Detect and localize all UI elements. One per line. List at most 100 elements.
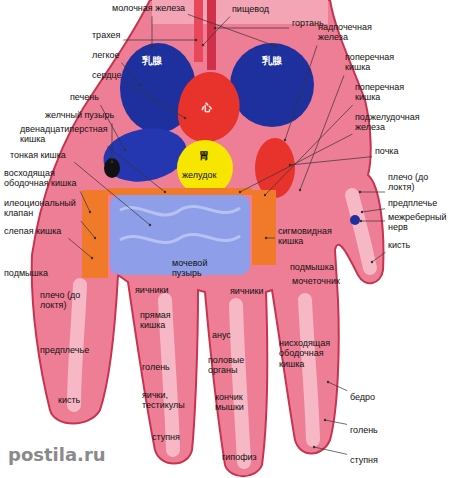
intestine-loop [120,235,240,243]
leader-dot [284,139,286,141]
organ-label: межреберный нерв [388,212,456,233]
leader-dot [324,419,326,421]
leader-dot [360,220,362,222]
organ-label: 乳腺 [142,55,162,67]
organ-label: желудок [182,170,216,180]
organ-label: плечо (до локтя) [40,290,100,311]
organ-label: мочевой пузырь [172,258,232,279]
organ-label: почка [375,146,399,156]
organ-label: 心 [202,102,212,114]
organ-label: предплечье [40,345,89,355]
leader-line [362,209,385,212]
leader-line [81,221,95,238]
organ-label: поджелудочная железа [355,112,440,133]
liver [99,122,191,188]
intestine-pattern [120,207,240,243]
leader-line [325,420,347,424]
leader-dot [202,44,204,46]
leader-line [107,147,165,192]
leader-line [122,63,140,85]
watermark: postila.ru [8,445,106,466]
organ-label: кончик мышки [215,392,263,413]
heart [178,72,240,142]
leader-line [360,192,385,193]
finger-stripes [74,195,370,462]
organ-label: сигмовидная кишка [278,226,336,247]
finger-stripe [352,195,370,268]
stomach [177,140,233,196]
leader-line [152,16,153,47]
leader-dot [265,237,267,239]
organ-label: плечо (до локтя) [388,172,456,193]
leader-line [328,382,347,391]
trachea [194,0,203,62]
organ-label: трахея [92,30,120,40]
organ-label: гипофиз [222,452,257,462]
leader-dot [111,161,113,163]
organ-label: 胃 [199,150,209,162]
organ-label: голень [142,362,170,372]
leader-line [188,14,275,46]
organ-label: половые органы [208,355,263,376]
leader-dot [164,191,166,193]
leader-dot [359,191,361,193]
leader-dot [124,149,126,151]
hand-outline [32,0,384,476]
leader-dot [299,189,301,191]
organ-label: яичники [135,285,169,295]
organ-label: поперечная кишка [355,82,425,103]
finger-stripe [305,300,313,440]
leader-line [80,191,90,212]
leader-dot [94,237,96,239]
organ-label: кисть [388,240,410,250]
organ-label: легкое [92,50,120,60]
leader-dot [184,117,186,119]
leader-line [74,162,150,225]
organ-label: предплечье [388,198,437,208]
organ-label: желчный пузырь [45,110,114,120]
organ-label: яички, тестикулы [142,390,197,411]
nerve-dot [350,215,360,225]
organ-label: голень [350,425,378,435]
leader-dot [289,164,291,166]
organ-label: ступня [152,432,180,442]
leader-line [372,252,386,262]
organ-label: сердце [92,70,122,80]
leader-dot [371,261,373,263]
leader-dot [274,45,276,47]
leader-dot [264,194,266,196]
leader-line [265,105,353,195]
leader-dot [214,27,216,29]
finger-stripe [236,305,244,462]
leader-dot [151,46,153,48]
leader-line [215,28,289,29]
kidney [255,138,295,198]
organ-label: анус [212,330,231,340]
organ-label: подмышка [290,262,334,272]
organ-label: печень [70,92,99,102]
leader-dot [91,257,93,259]
colon-right [252,190,276,265]
leader-line [266,238,275,239]
leader-dot [313,446,315,448]
leader-line [361,221,385,222]
organ-label: пищевод [232,4,269,14]
leader-dot [239,191,241,193]
leader-dot [361,211,363,213]
leader-dot [327,381,329,383]
gallbladder [104,158,120,178]
organ-label: тонкая кишка [10,150,72,160]
organ-label: прямая кишка [140,310,190,331]
leader-line [285,46,317,140]
leader-line [314,447,347,454]
organ-label: нисходящая ободочная кишка [279,338,337,369]
colon-top [108,188,252,195]
organ-label: восходящая ободочная кишка [4,168,79,189]
intestine-loop [120,207,240,215]
organ-label: слепая кишка [4,226,66,236]
organ-label: 乳腺 [262,55,282,67]
leader-line [124,82,185,118]
leader-line [290,157,372,165]
leader-dot [195,39,197,41]
organ-label: мочеточник [292,276,340,286]
